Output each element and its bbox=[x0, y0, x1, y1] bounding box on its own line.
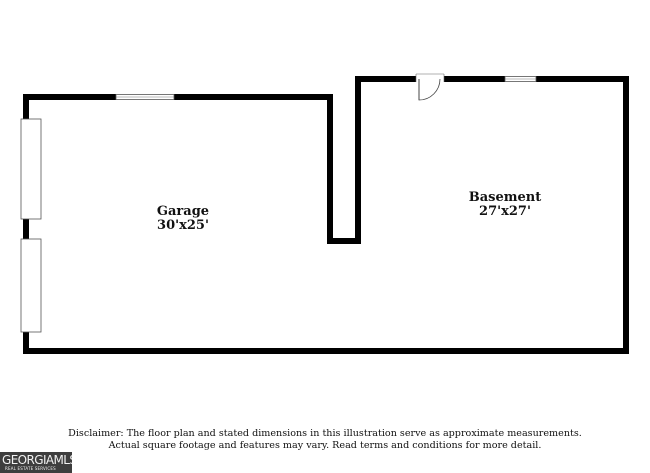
disclaimer-line-1: Disclaimer: The floor plan and stated di… bbox=[68, 428, 582, 439]
garage-door-upper bbox=[20, 118, 42, 220]
garage-door-lower bbox=[20, 238, 42, 333]
garage-top-window bbox=[115, 94, 175, 100]
basement-dimensions: 27'x27' bbox=[479, 204, 531, 219]
garage-name: Garage bbox=[156, 204, 210, 219]
exterior-walls bbox=[23, 76, 629, 354]
georgiamls-logo: GEORGIAMLS REAL ESTATE SERVICES bbox=[0, 452, 72, 473]
garage-dimensions: 30'x25' bbox=[157, 218, 209, 233]
basement-top-window bbox=[504, 76, 537, 82]
basement-name: Basement bbox=[468, 190, 542, 205]
disclaimer: Disclaimer: The floor plan and stated di… bbox=[0, 428, 650, 452]
basement-entry-door bbox=[415, 73, 445, 101]
disclaimer-line-2: Actual square footage and features may v… bbox=[108, 440, 542, 451]
garage-label: Garage 30'x25' bbox=[128, 205, 238, 233]
basement-label: Basement 27'x27' bbox=[450, 191, 560, 219]
logo-tagline: REAL ESTATE SERVICES bbox=[5, 466, 56, 471]
logo-wordmark: GEORGIAMLS bbox=[2, 453, 72, 467]
